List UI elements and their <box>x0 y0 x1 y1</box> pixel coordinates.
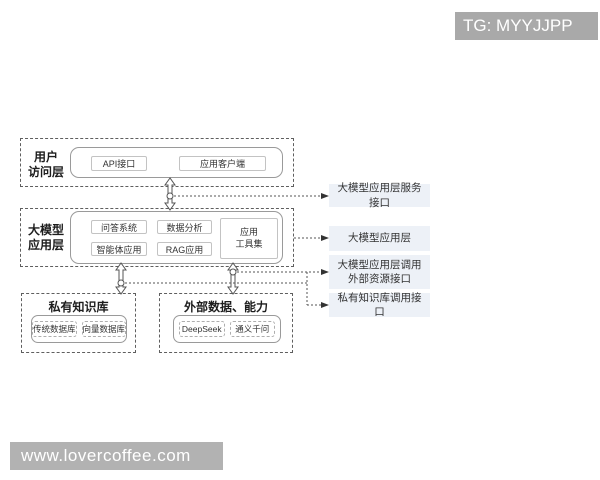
data-analysis-box: 数据分析 <box>157 220 212 234</box>
private-kb-panel: 传统数据库 向量数据库 <box>31 315 127 343</box>
private-kb-title: 私有知识库 <box>48 300 109 314</box>
agent-app-box: 智能体应用 <box>91 242 147 256</box>
app-toolset-box: 应用 工具集 <box>220 218 278 259</box>
llm-app-layer-title: 大模型 应用层 <box>27 223 64 252</box>
qwen-box: 通义千问 <box>229 321 275 337</box>
external-data-panel: DeepSeek 通义千问 <box>173 315 281 343</box>
watermark-text: www.lovercoffee.com <box>21 446 191 465</box>
label-kb-call-interface: 私有知识库调用接口 <box>329 292 430 318</box>
llm-app-panel: 问答系统 数据分析 智能体应用 RAG应用 应用 工具集 <box>70 211 283 264</box>
arrowhead-icon-external-call <box>321 269 329 275</box>
user-access-panel: API接口 应用客户端 <box>70 147 283 178</box>
external-data-box: 外部数据、能力 DeepSeek 通义千问 <box>159 293 293 353</box>
private-kb-box: 私有知识库 传统数据库 向量数据库 <box>21 293 136 353</box>
user-access-layer-title: 用户 访问层 <box>27 150 64 179</box>
label-external-call-interface: 大模型应用层调用外部资源接口 <box>329 255 430 289</box>
qa-system-box: 问答系统 <box>91 220 147 234</box>
arrowhead-icon-app-layer <box>321 235 329 241</box>
bidirectional-arrow-icon-app-kb <box>115 262 127 295</box>
bidirectional-arrow-icon-app-external <box>227 262 239 295</box>
arrowhead-icon-service-interface <box>321 193 329 199</box>
tg-badge: TG: MYYJJPP <box>455 12 598 40</box>
junction-icon-2 <box>117 279 125 287</box>
arrowhead-icon-kb-call <box>321 302 329 308</box>
label-llm-app-layer: 大模型应用层 <box>329 226 430 251</box>
app-client-box: 应用客户端 <box>179 156 266 171</box>
api-interface-box: API接口 <box>91 156 147 171</box>
vector-db-box: 向量数据库 <box>81 321 127 337</box>
rag-app-box: RAG应用 <box>157 242 212 256</box>
deepseek-box: DeepSeek <box>179 321 225 337</box>
watermark: www.lovercoffee.com <box>10 442 223 470</box>
junction-icon-3 <box>229 268 237 276</box>
external-data-title: 外部数据、能力 <box>183 300 268 314</box>
tg-badge-text: TG: MYYJJPP <box>463 16 573 35</box>
label-service-interface: 大模型应用层服务接口 <box>329 182 430 209</box>
junction-icon-1 <box>166 192 174 200</box>
traditional-db-box: 传统数据库 <box>31 321 77 337</box>
